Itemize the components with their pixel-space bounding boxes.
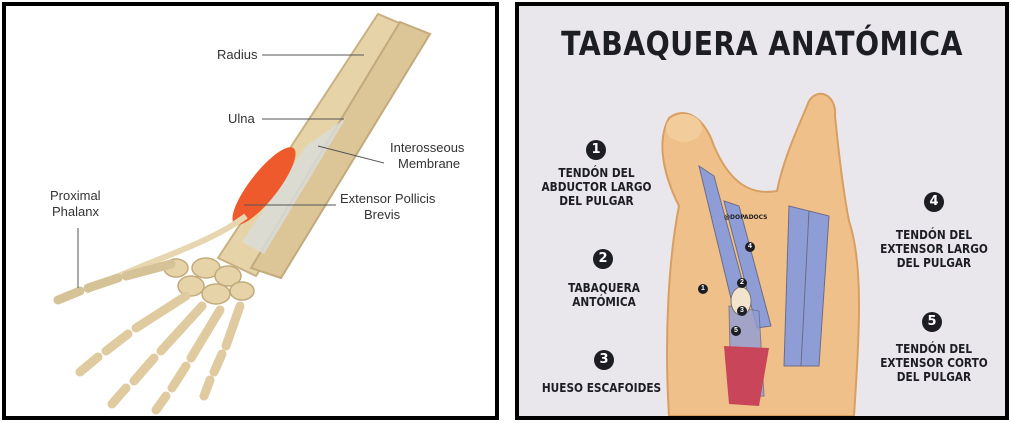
item-5-number: 5 (922, 312, 942, 332)
marker-3: 3 (737, 306, 747, 316)
item-2-number: 2 (593, 249, 613, 269)
finger-bones (75, 291, 245, 415)
marker-5: 5 (731, 326, 741, 336)
arm-bones-drawing (53, 12, 432, 415)
muscle-red (724, 346, 769, 406)
phalanx-label-line1: Proximal (50, 188, 101, 203)
arm-bones-illustration-panel: Radius Ulna Interosseous Membrane Extens… (2, 2, 499, 420)
snuffbox-infographic-panel: TABAQUERA ANATÓMICA @DOPADOCS 1 2 3 4 5 … (515, 2, 1009, 420)
interosseous-membrane (242, 118, 346, 254)
hand-drawing (661, 92, 860, 416)
radius-label: Radius (217, 47, 258, 62)
marker-4: 4 (745, 242, 755, 252)
marker-2: 2 (737, 278, 747, 288)
marker-1: 1 (698, 284, 708, 294)
epb-label-line1: Extensor Pollicis (340, 191, 436, 206)
item-1-number: 1 (586, 140, 606, 160)
item-4-number: 4 (924, 192, 944, 212)
carpal-bones (163, 257, 255, 305)
thumb-tip (666, 114, 702, 142)
item-3-caption: HUESO ESCAFOIDES (541, 381, 662, 395)
page-title: TABAQUERA ANATÓMICA (561, 24, 963, 63)
item-1-caption: TENDÓN DEL ABDUCTOR LARGO DEL PULGAR (541, 166, 652, 208)
ulna-label: Ulna (228, 111, 255, 126)
item-4-caption: TENDÓN DEL EXTENSOR LARGO DEL PULGAR (880, 228, 988, 270)
item-3-number: 3 (594, 350, 614, 370)
item-5-caption: TENDÓN DEL EXTENSOR CORTO DEL PULGAR (880, 342, 988, 384)
watermark: @DOPADOCS (724, 214, 768, 221)
phalanx-label-line2: Phalanx (52, 204, 99, 219)
epb-label-line2: Brevis (364, 207, 401, 222)
leader-lines (77, 54, 385, 288)
interosseous-label-line1: Interosseous (390, 140, 465, 155)
item-2-caption: TABAQUERA ANTÓMICA (568, 281, 640, 309)
thumb-bones (53, 259, 176, 305)
interosseous-label-line2: Membrane (398, 156, 461, 171)
